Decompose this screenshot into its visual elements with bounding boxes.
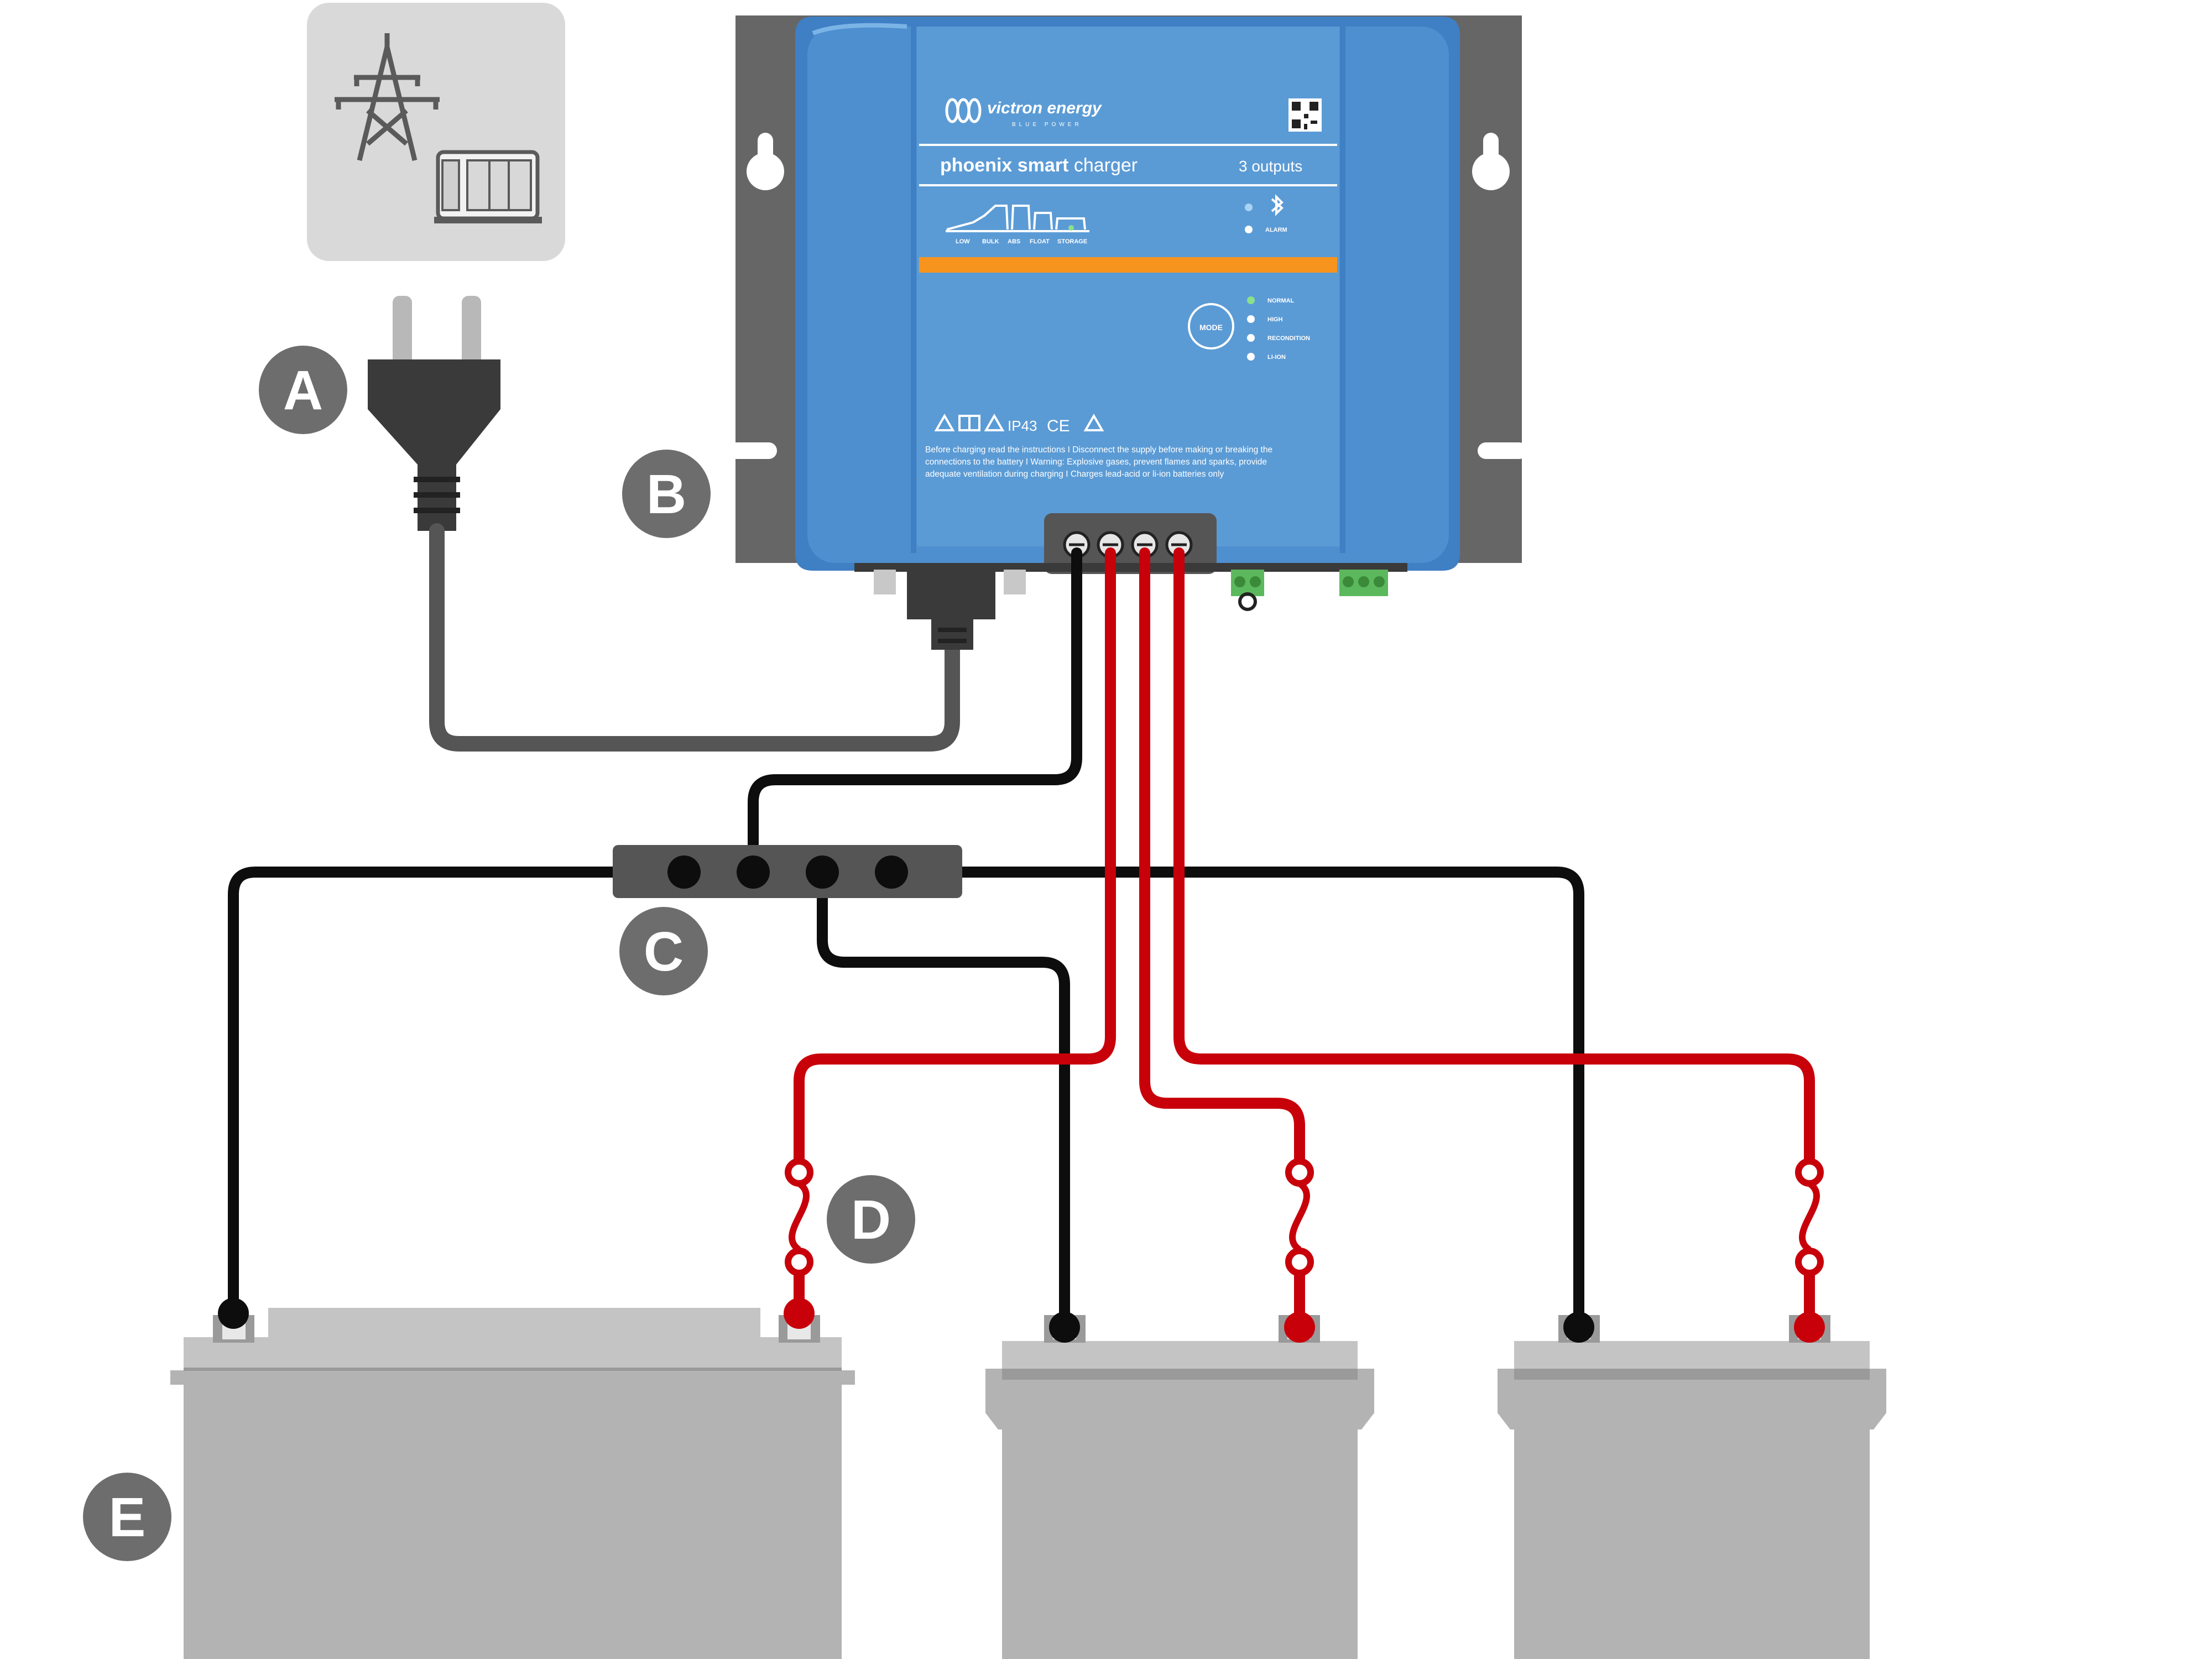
- mains-cable: [429, 523, 960, 752]
- battery-2-positive-terminal: [1284, 1312, 1315, 1343]
- dc-terminal-screws: [1063, 531, 1193, 559]
- callout-b: B: [622, 450, 711, 538]
- charge-curve-icon: [946, 205, 1086, 231]
- ce-mark: CE: [1047, 417, 1070, 435]
- mode-indicators: NORMAL HIGH RECONDITION LI-ION: [1247, 296, 1310, 361]
- ac-source-panel: [307, 3, 565, 261]
- battery-2-negative-terminal: [1049, 1312, 1080, 1343]
- orange-stripe: [919, 257, 1337, 273]
- stage-abs: ABS: [1008, 238, 1020, 245]
- mode-led-high: [1247, 315, 1255, 323]
- stage-storage: STORAGE: [1057, 238, 1087, 245]
- mode-high: HIGH: [1267, 316, 1283, 323]
- callout-c-label: C: [644, 921, 684, 983]
- bluetooth-icon: [1271, 194, 1284, 216]
- alarm-led: [1245, 226, 1253, 233]
- qr-code-icon: [1288, 98, 1322, 132]
- battery-3-negative-terminal: [1563, 1312, 1594, 1343]
- callout-e: E: [83, 1473, 171, 1561]
- mode-normal: NORMAL: [1267, 298, 1295, 304]
- ip-rating: IP43: [1008, 418, 1037, 434]
- stage-low: LOW: [956, 238, 970, 245]
- callout-d-label: D: [851, 1189, 891, 1251]
- mode-recondition: RECONDITION: [1267, 335, 1310, 342]
- warning-line-3: adequate ventilation during charging I C…: [925, 469, 1224, 479]
- outputs-label: 3 outputs: [1239, 158, 1302, 175]
- battery-1-positive-terminal: [784, 1298, 815, 1329]
- warning-line-1: Before charging read the instructions I …: [925, 445, 1272, 455]
- negative-wiring: [228, 547, 1584, 1333]
- callout-a: A: [259, 346, 347, 434]
- warning-line-2: connections to the battery I Warning: Ex…: [925, 457, 1267, 467]
- battery-3: [1498, 1312, 1886, 1659]
- keyhole-slot-left: [747, 133, 784, 190]
- power-pylon-icon: [335, 33, 440, 161]
- mode-li-ion: LI-ION: [1267, 354, 1286, 361]
- stage-float: FLOAT: [1030, 238, 1050, 245]
- callout-b-label: B: [646, 463, 686, 525]
- battery-2: [985, 1312, 1374, 1659]
- callout-c: C: [619, 907, 708, 995]
- alarm-label: ALARM: [1265, 227, 1287, 233]
- generator-icon: [434, 150, 542, 223]
- battery-1-negative-terminal: [218, 1298, 249, 1329]
- callout-a-label: A: [283, 359, 323, 421]
- inline-fuse-2: [1285, 1158, 1314, 1327]
- brand-name: victron energy: [987, 99, 1102, 117]
- signal-terminal-right: [1339, 570, 1388, 596]
- victron-logo-icon: [945, 98, 982, 123]
- callout-d: D: [827, 1175, 915, 1264]
- keyhole-slot-right: [1472, 133, 1510, 190]
- ac-inlet-connector: [907, 564, 995, 650]
- battery-3-positive-terminal: [1794, 1312, 1825, 1343]
- recycle-icon: [1083, 413, 1104, 431]
- stage-bulk: BULK: [982, 238, 999, 245]
- brand-tagline: BLUE POWER: [1012, 122, 1082, 128]
- mode-led-normal: [1247, 296, 1255, 304]
- mains-plug: [368, 296, 500, 531]
- negative-busbar: [613, 845, 962, 898]
- warning-text: Before charging read the instructions I …: [925, 445, 1272, 479]
- mode-button-label: MODE: [1199, 323, 1223, 332]
- mode-led-recondition: [1247, 334, 1255, 342]
- model-name: phoenix smart charger: [940, 155, 1138, 176]
- signal-terminal-left: [1231, 570, 1264, 611]
- caution-icon: [984, 413, 1005, 431]
- charge-stage-labels: LOW BULK ABS FLOAT STORAGE: [956, 238, 1087, 245]
- mode-button[interactable]: [1188, 303, 1234, 349]
- mode-led-li-ion: [1247, 353, 1255, 361]
- battery-charger: victron energy BLUE POWER phoenix smart …: [727, 15, 1527, 650]
- inline-fuse-3: [1795, 1158, 1824, 1327]
- callout-e-label: E: [109, 1486, 146, 1548]
- inline-fuse-1: [785, 1158, 813, 1319]
- bluetooth-led: [1245, 204, 1253, 211]
- positive-wiring: [794, 547, 1815, 1164]
- compliance-symbols: [934, 413, 1104, 431]
- warning-icon: [934, 413, 955, 431]
- battery-1: [170, 1298, 855, 1659]
